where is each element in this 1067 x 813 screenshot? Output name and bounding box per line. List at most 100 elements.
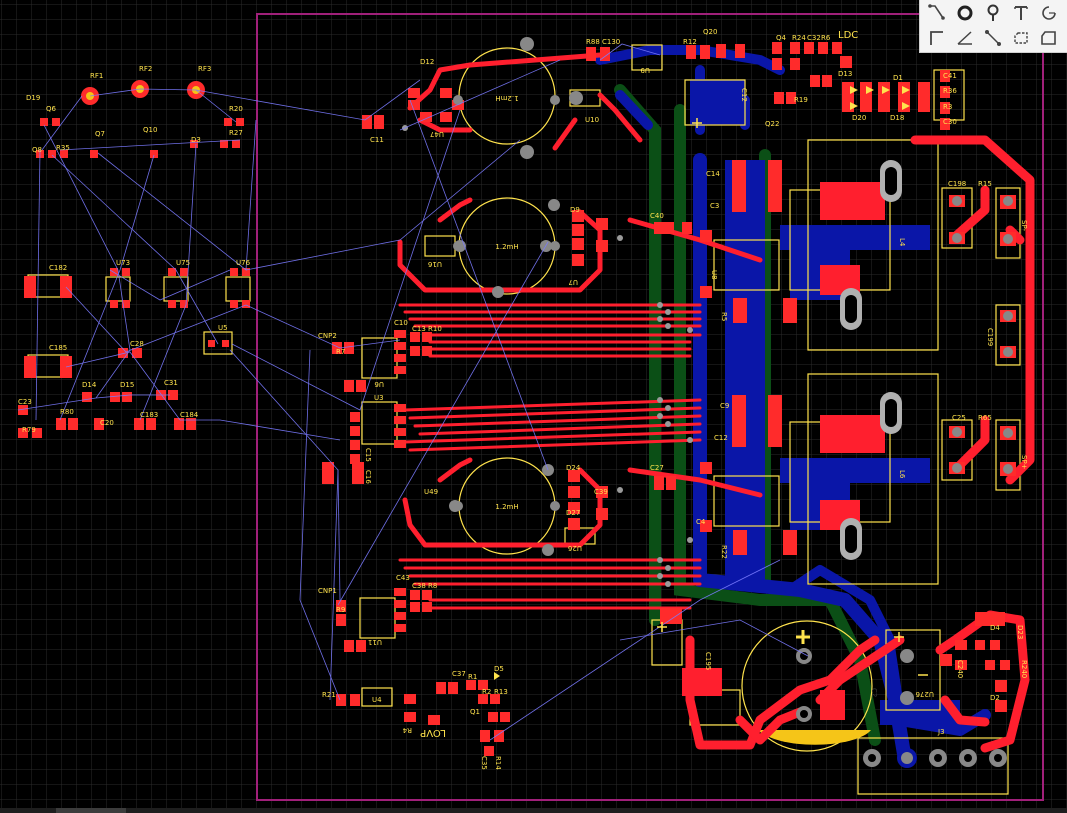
ratsnest-lines [17,43,809,741]
ref-label-q22: Q22 [765,120,779,128]
ref-label-u8: U8 [710,270,718,280]
route-wire-icon[interactable] [924,2,950,24]
ref-label-c16: C16 [364,470,372,484]
inductor-value-1: 1.2mH [495,94,518,102]
ref-label-r5: R5 [720,312,728,321]
ref-label-r88: R88 [586,38,600,46]
top-copper-pours [682,182,885,720]
ref-label-d18: D18 [890,114,904,122]
ref-label-d2: D2 [990,694,1000,702]
ref-label-c40: C40 [650,212,664,220]
ref-label-c198: C198 [948,180,966,188]
ref-label-d13: D13 [838,70,852,78]
ref-label-r36: R36 [943,87,957,95]
ref-label-r19: R19 [794,96,808,104]
ref-label-u7: U7 [568,278,578,286]
ref-label-c32: C32 [807,34,821,42]
ref-label-d24: D24 [566,464,581,472]
ref-label-d9: D9 [570,206,580,214]
ref-label-u11: U11 [368,638,382,646]
arc-tool-icon[interactable] [1036,2,1062,24]
ref-label-rf2: RF2 [139,65,152,73]
ref-label-d15: D15 [120,381,134,389]
ref-label-c15: C15 [364,448,372,462]
corner-line-icon[interactable] [924,27,950,49]
ref-label-c38: C38 [412,582,426,590]
ref-label-rf1: RF1 [90,72,103,80]
drawing-toolbar [919,0,1067,53]
probe-pin-icon[interactable] [980,2,1006,24]
board-outline [256,13,1044,801]
ref-label-sp-minus: SP- [1020,220,1028,232]
ref-label-d4: D4 [990,624,1000,632]
ref-label-q10: Q10 [143,126,157,134]
dashed-rect-icon[interactable] [1008,27,1034,49]
ref-label-r80: R80 [60,408,74,416]
ref-label-c28: C28 [130,340,144,348]
ref-label-u47: U47 [430,130,444,138]
ref-label-q7: Q7 [95,130,105,138]
ref-label-d5: D5 [494,665,504,673]
component-pads [18,42,1016,756]
ref-label-u9: U9 [640,66,650,74]
ref-label-d19: D19 [26,94,40,102]
ref-label-u26: U26 [567,544,582,552]
ref-label-c31: C31 [164,379,178,387]
ref-label-r15: R15 [978,180,992,188]
ref-label-c35: C35 [480,756,488,770]
point-line-icon[interactable] [980,27,1006,49]
ref-label-r27: R27 [229,129,243,137]
ref-label-c3: C3 [710,202,719,210]
ref-label-u5: U5 [218,324,228,332]
inductor-value-2: 1.2mH [495,243,518,251]
ref-label-r2: R2 [482,688,491,696]
diode-markers [494,86,910,680]
ref-label-r8: R8 [428,582,437,590]
ref-label-c195: C195 [704,652,712,670]
ref-label-d14: D14 [82,381,97,389]
ref-label-c2: C2 [870,688,878,697]
ref-label-d3: D3 [191,136,201,144]
ref-label-c37: C37 [452,670,466,678]
ref-label-r21: R21 [322,691,336,699]
polygon-tool-icon[interactable] [1036,27,1062,49]
ref-label-lovp: LOVP [420,727,446,738]
ref-label-cnp1: CNP1 [318,587,337,595]
ref-label-c185: C185 [49,344,67,352]
text-tool-icon[interactable] [1008,2,1034,24]
ref-label-c27: C27 [650,464,664,472]
ref-label-c20: C20 [100,419,114,427]
ref-label-c10: C10 [394,319,408,327]
ref-label-r13: R13 [494,688,508,696]
ref-label-c199: C199 [986,328,994,346]
ref-label-d1: D1 [893,74,903,82]
ref-label-c184: C184 [180,411,199,419]
slot-holes [840,160,902,560]
vias [402,125,693,587]
ref-label-d20: D20 [852,114,866,122]
ref-label-u276: U276 [915,690,934,698]
status-bar-tab[interactable] [56,808,126,813]
ref-label-c183: C183 [140,411,158,419]
angle-tool-icon[interactable] [952,27,978,49]
ref-label-j3: J3 [937,728,945,736]
ref-label-q6: Q6 [46,105,57,113]
ref-label-c30: C30 [943,118,957,126]
via-circle-icon[interactable] [952,2,978,24]
ref-label-d12: D12 [420,58,434,66]
ref-label-r35: R35 [56,144,70,152]
capacitor-c2-polarity-fill [759,730,871,745]
ref-label-u4: U4 [372,696,382,704]
ref-label-r7: R7 [336,348,345,356]
ref-label-u75: U75 [176,259,190,267]
ref-label-u16: U16 [427,260,442,268]
ref-label-r1: R1 [468,673,477,681]
ref-label-l6: L6 [898,470,906,479]
ref-label-r6: R6 [821,34,831,42]
ref-label-ldc: LDC [838,30,858,41]
ref-label-r4: R4 [402,726,412,734]
ref-label-c23: C23 [18,398,32,406]
ref-label-rf3: RF3 [198,65,211,73]
ref-label-c43: C43 [396,574,410,582]
